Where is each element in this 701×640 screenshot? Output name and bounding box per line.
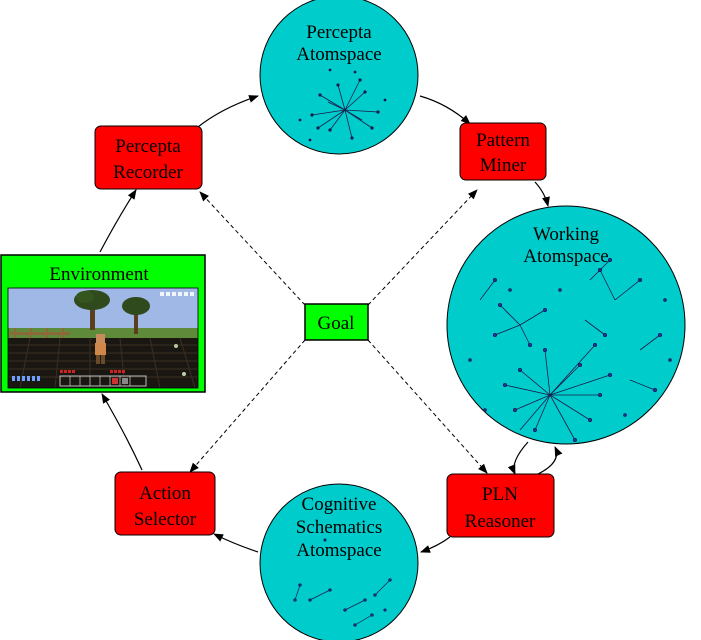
goal-rect bbox=[304, 303, 369, 341]
goal-arrows bbox=[189, 189, 488, 474]
percepta-atomspace-circle bbox=[259, 0, 419, 155]
working-atomspace-label-line2: Atomspace bbox=[523, 246, 608, 267]
cognitive-schematics-label-line1: Cognitive bbox=[302, 494, 377, 515]
action-selector-label-line1: Action bbox=[139, 483, 191, 504]
percepta-atomspace-graph bbox=[298, 68, 387, 142]
environment-game-scene bbox=[7, 287, 199, 389]
arrow-recorder-to-percepta bbox=[197, 95, 259, 128]
cognitive-schematics-label-line2: Schematics bbox=[296, 517, 383, 538]
goal-box: Goal bbox=[304, 303, 369, 341]
arrow-pln-to-cognitive bbox=[420, 536, 451, 553]
goal-arrow-pln bbox=[367, 339, 488, 474]
arrow-percepta-to-miner bbox=[419, 95, 471, 125]
goal-arrow-miner bbox=[367, 189, 478, 306]
action-selector-rect bbox=[114, 471, 216, 536]
pattern-miner-rect bbox=[459, 122, 547, 181]
pattern-miner-label-line1: Pattern bbox=[476, 130, 530, 151]
pln-reasoner-box: PLN Reasoner bbox=[446, 473, 555, 538]
cognitive-schematics-atomspace: Cognitive Schematics Atomspace bbox=[259, 483, 419, 640]
environment-box: Environment bbox=[0, 254, 206, 393]
pattern-miner-label-line2: Miner bbox=[480, 155, 527, 176]
pln-reasoner-label-line2: Reasoner bbox=[465, 511, 536, 532]
environment-title: Environment bbox=[49, 264, 149, 285]
percepta-atomspace-label-line2: Atomspace bbox=[296, 44, 381, 65]
working-atomspace-graph bbox=[468, 257, 672, 442]
goal-label: Goal bbox=[318, 313, 355, 334]
cognitive-schematics-atomspace-graph bbox=[293, 538, 392, 627]
goal-arrow-recorder bbox=[199, 191, 306, 306]
working-atomspace-label-line1: Working bbox=[533, 224, 600, 245]
working-atomspace: Working Atomspace bbox=[446, 205, 686, 445]
goal-arrow-selector bbox=[189, 339, 306, 473]
arrow-environment-to-recorder bbox=[99, 189, 137, 253]
arrow-cognitive-to-selector bbox=[213, 533, 259, 553]
cognitive-schematics-label-line3: Atomspace bbox=[296, 540, 381, 561]
percepta-recorder-label-line1: Percepta bbox=[115, 136, 181, 157]
pattern-miner-box: Pattern Miner bbox=[459, 122, 547, 181]
percepta-recorder-box: Percepta Recorder bbox=[94, 125, 203, 190]
pln-reasoner-label-line1: PLN bbox=[482, 484, 518, 505]
cycle-arrows bbox=[99, 95, 563, 553]
arrow-miner-to-working bbox=[534, 181, 550, 207]
cognitive-schematics-atomspace-circle bbox=[259, 483, 419, 640]
action-selector-label-line2: Selector bbox=[134, 509, 197, 530]
arrow-pln-to-working bbox=[537, 446, 563, 475]
percepta-recorder-rect bbox=[94, 125, 203, 190]
arrow-working-to-pln bbox=[507, 441, 529, 475]
percepta-atomspace-label-line1: Percepta bbox=[306, 22, 372, 43]
pln-reasoner-rect bbox=[446, 473, 555, 538]
arrow-selector-to-environment bbox=[101, 393, 143, 471]
percepta-recorder-label-line2: Recorder bbox=[113, 162, 183, 183]
action-selector-box: Action Selector bbox=[114, 471, 216, 536]
percepta-atomspace: Percepta Atomspace bbox=[259, 0, 419, 155]
